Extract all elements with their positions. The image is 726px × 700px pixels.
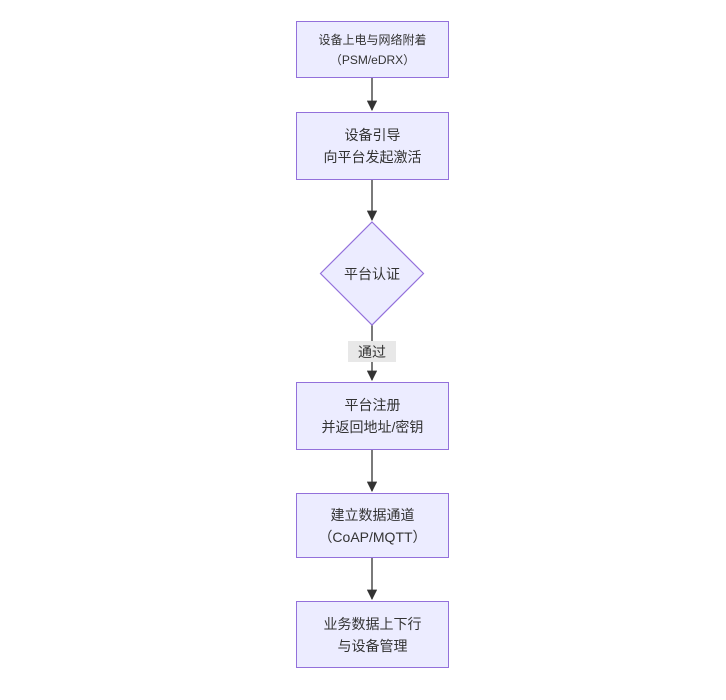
edge-label-pass: 通过 xyxy=(348,341,396,362)
node-power-attach-line1: 设备上电与网络附着 xyxy=(318,32,427,47)
node-business-line1: 业务数据上下行 xyxy=(323,615,422,632)
node-business-line2: 与设备管理 xyxy=(337,637,408,654)
node-register-line1: 平台注册 xyxy=(344,397,401,413)
node-bootstrap-line2: 向平台发起激活 xyxy=(323,149,422,165)
node-power-attach-line2: （PSM/eDRX） xyxy=(329,52,416,67)
node-register: 平台注册 并返回地址/密钥 xyxy=(296,382,449,450)
node-bootstrap-line1: 设备引导 xyxy=(344,127,401,143)
node-bootstrap: 设备引导 向平台发起激活 xyxy=(296,112,449,180)
node-auth-decision-shape xyxy=(319,221,425,326)
node-auth-decision-label: 平台认证 xyxy=(344,266,400,282)
node-data-channel: 建立数据通道 （CoAP/MQTT） xyxy=(296,493,449,558)
node-data-channel-line1: 建立数据通道 xyxy=(330,506,415,523)
node-register-line2: 并返回地址/密钥 xyxy=(321,419,424,435)
node-power-attach: 设备上电与网络附着 （PSM/eDRX） xyxy=(296,21,449,78)
node-business: 业务数据上下行 与设备管理 xyxy=(296,601,449,668)
node-data-channel-line2: （CoAP/MQTT） xyxy=(318,528,427,545)
